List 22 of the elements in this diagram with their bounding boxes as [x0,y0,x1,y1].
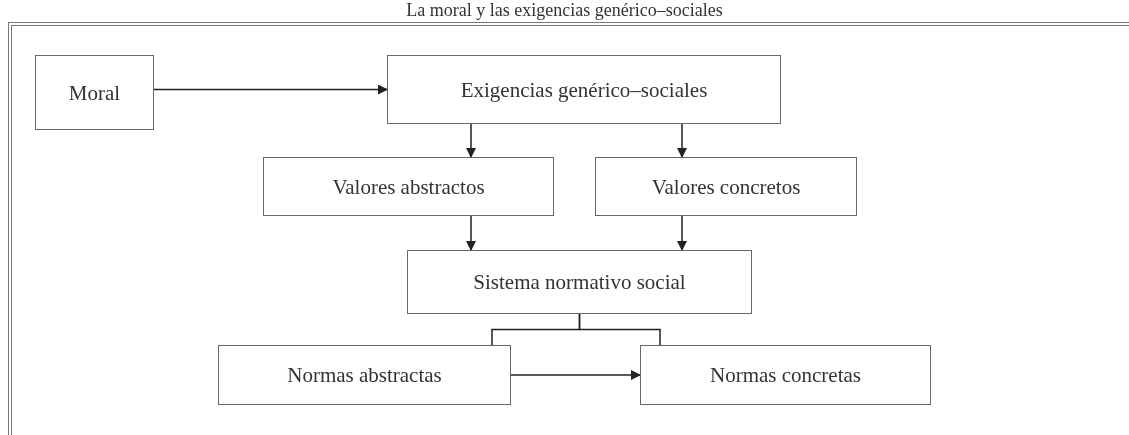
node-label: Valores concretos [651,174,801,199]
text-box [387,55,781,124]
arrow [466,123,476,158]
arrow [466,215,476,251]
node-label: Moral [68,80,121,105]
arrow [677,123,687,158]
node-label: Normas concretas [710,363,861,387]
text-box [407,250,752,314]
text-box [595,157,857,216]
arrow [677,215,687,251]
node-label: Sistema normativo social [473,270,686,294]
node-label: Normas abstractas [287,363,442,387]
arrow [153,84,388,95]
connector-line [578,313,661,346]
text-box [35,55,154,130]
arrow [510,370,641,380]
node-label: Exigencias genérico–sociales [460,77,708,102]
text-box [640,345,931,405]
text-box [218,345,511,405]
text-box [263,157,554,216]
diagram-title: La moral y las exigencias genérico–sociales [405,0,724,20]
node-label: Valores abstractos [332,174,485,199]
